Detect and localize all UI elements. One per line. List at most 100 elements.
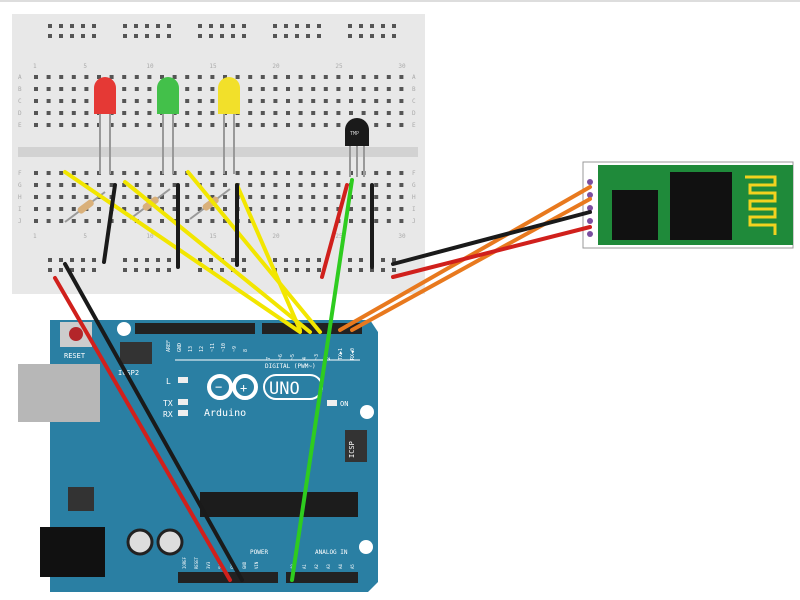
led-tx-label: TX (163, 399, 173, 408)
hole (134, 111, 139, 115)
rail-hole (392, 24, 396, 28)
rail-hole (123, 258, 127, 262)
rail-hole (295, 268, 299, 272)
hole (399, 183, 404, 187)
hole (71, 183, 76, 187)
arduino-logo-icon (207, 374, 258, 400)
hole (122, 123, 127, 127)
hole (147, 195, 152, 199)
rail-hole (317, 24, 321, 28)
hole (336, 87, 341, 91)
analog-pin-label: A5 (350, 564, 355, 569)
hole (374, 183, 379, 187)
hole (286, 183, 290, 187)
hole (34, 99, 38, 103)
hole (210, 195, 215, 199)
rail-hole (167, 258, 171, 262)
power-jack (40, 527, 105, 577)
hole (223, 195, 227, 199)
yellow-wire (235, 183, 302, 332)
column-number: 5 (83, 233, 87, 240)
column-number: 10 (146, 233, 154, 240)
hole (147, 171, 152, 175)
hole (59, 195, 64, 199)
rail-hole (59, 268, 63, 272)
analog-header (286, 572, 358, 583)
led-tx (178, 399, 188, 405)
hole (223, 219, 227, 223)
column-number: 30 (398, 233, 406, 240)
row-letter: I (412, 206, 416, 213)
rail-hole (284, 24, 288, 28)
hole (311, 87, 316, 91)
hole (273, 219, 278, 223)
rail-hole (81, 268, 85, 272)
reset-button-cap[interactable] (69, 327, 83, 341)
hole (160, 219, 164, 223)
rail-hole (48, 24, 52, 28)
rail-hole (306, 34, 310, 38)
rail-hole (198, 258, 202, 262)
bt-pins (587, 179, 593, 237)
hole (273, 111, 278, 115)
hole (349, 99, 353, 103)
hole (172, 183, 177, 187)
column-number: 1 (33, 233, 37, 240)
hole (210, 123, 215, 127)
hole (134, 195, 139, 199)
hole (311, 183, 316, 187)
icsp-label: ICSP (348, 441, 356, 458)
hole (34, 111, 38, 115)
icsp2-header (120, 342, 152, 364)
rail-hole (359, 24, 363, 28)
hole (34, 123, 38, 127)
column-number: 20 (272, 233, 280, 240)
hole (172, 171, 177, 175)
rail-hole (306, 268, 310, 272)
bt-chip (612, 190, 658, 240)
hole (336, 195, 341, 199)
hole (84, 171, 89, 175)
hole (399, 195, 404, 199)
hole (210, 99, 215, 103)
hole (197, 123, 202, 127)
hole (260, 111, 265, 115)
pin-label: AREF (166, 340, 172, 352)
row-letter: H (412, 194, 416, 201)
rail-hole (167, 268, 171, 272)
hole (349, 87, 353, 91)
hole (235, 171, 240, 175)
hole (311, 219, 316, 223)
hole (71, 171, 76, 175)
hole (134, 123, 139, 127)
hole (59, 171, 64, 175)
logo-plus: + (240, 381, 247, 395)
hole (374, 195, 379, 199)
column-number: 15 (209, 63, 217, 70)
hole (286, 123, 290, 127)
hole (84, 195, 89, 199)
hole (185, 87, 190, 91)
rail-hole (134, 24, 138, 28)
hole (260, 87, 265, 91)
rail-hole (59, 34, 63, 38)
hole (386, 111, 391, 115)
black-wire (102, 183, 117, 264)
hole (197, 75, 202, 79)
pin-label: ~5 (290, 354, 296, 360)
analog-pin-label: A1 (302, 564, 307, 569)
hole (185, 123, 190, 127)
hole (399, 219, 404, 223)
hole (97, 75, 101, 79)
usb-port (18, 364, 100, 422)
rail-hole (167, 34, 171, 38)
resistor (202, 196, 219, 211)
hole (273, 171, 278, 175)
hole (386, 171, 391, 175)
digital-label: DIGITAL (PWM~) (265, 363, 316, 370)
row-letter: F (412, 170, 416, 177)
rail-hole (123, 24, 127, 28)
hole (172, 75, 177, 79)
row-letter: J (18, 218, 22, 225)
